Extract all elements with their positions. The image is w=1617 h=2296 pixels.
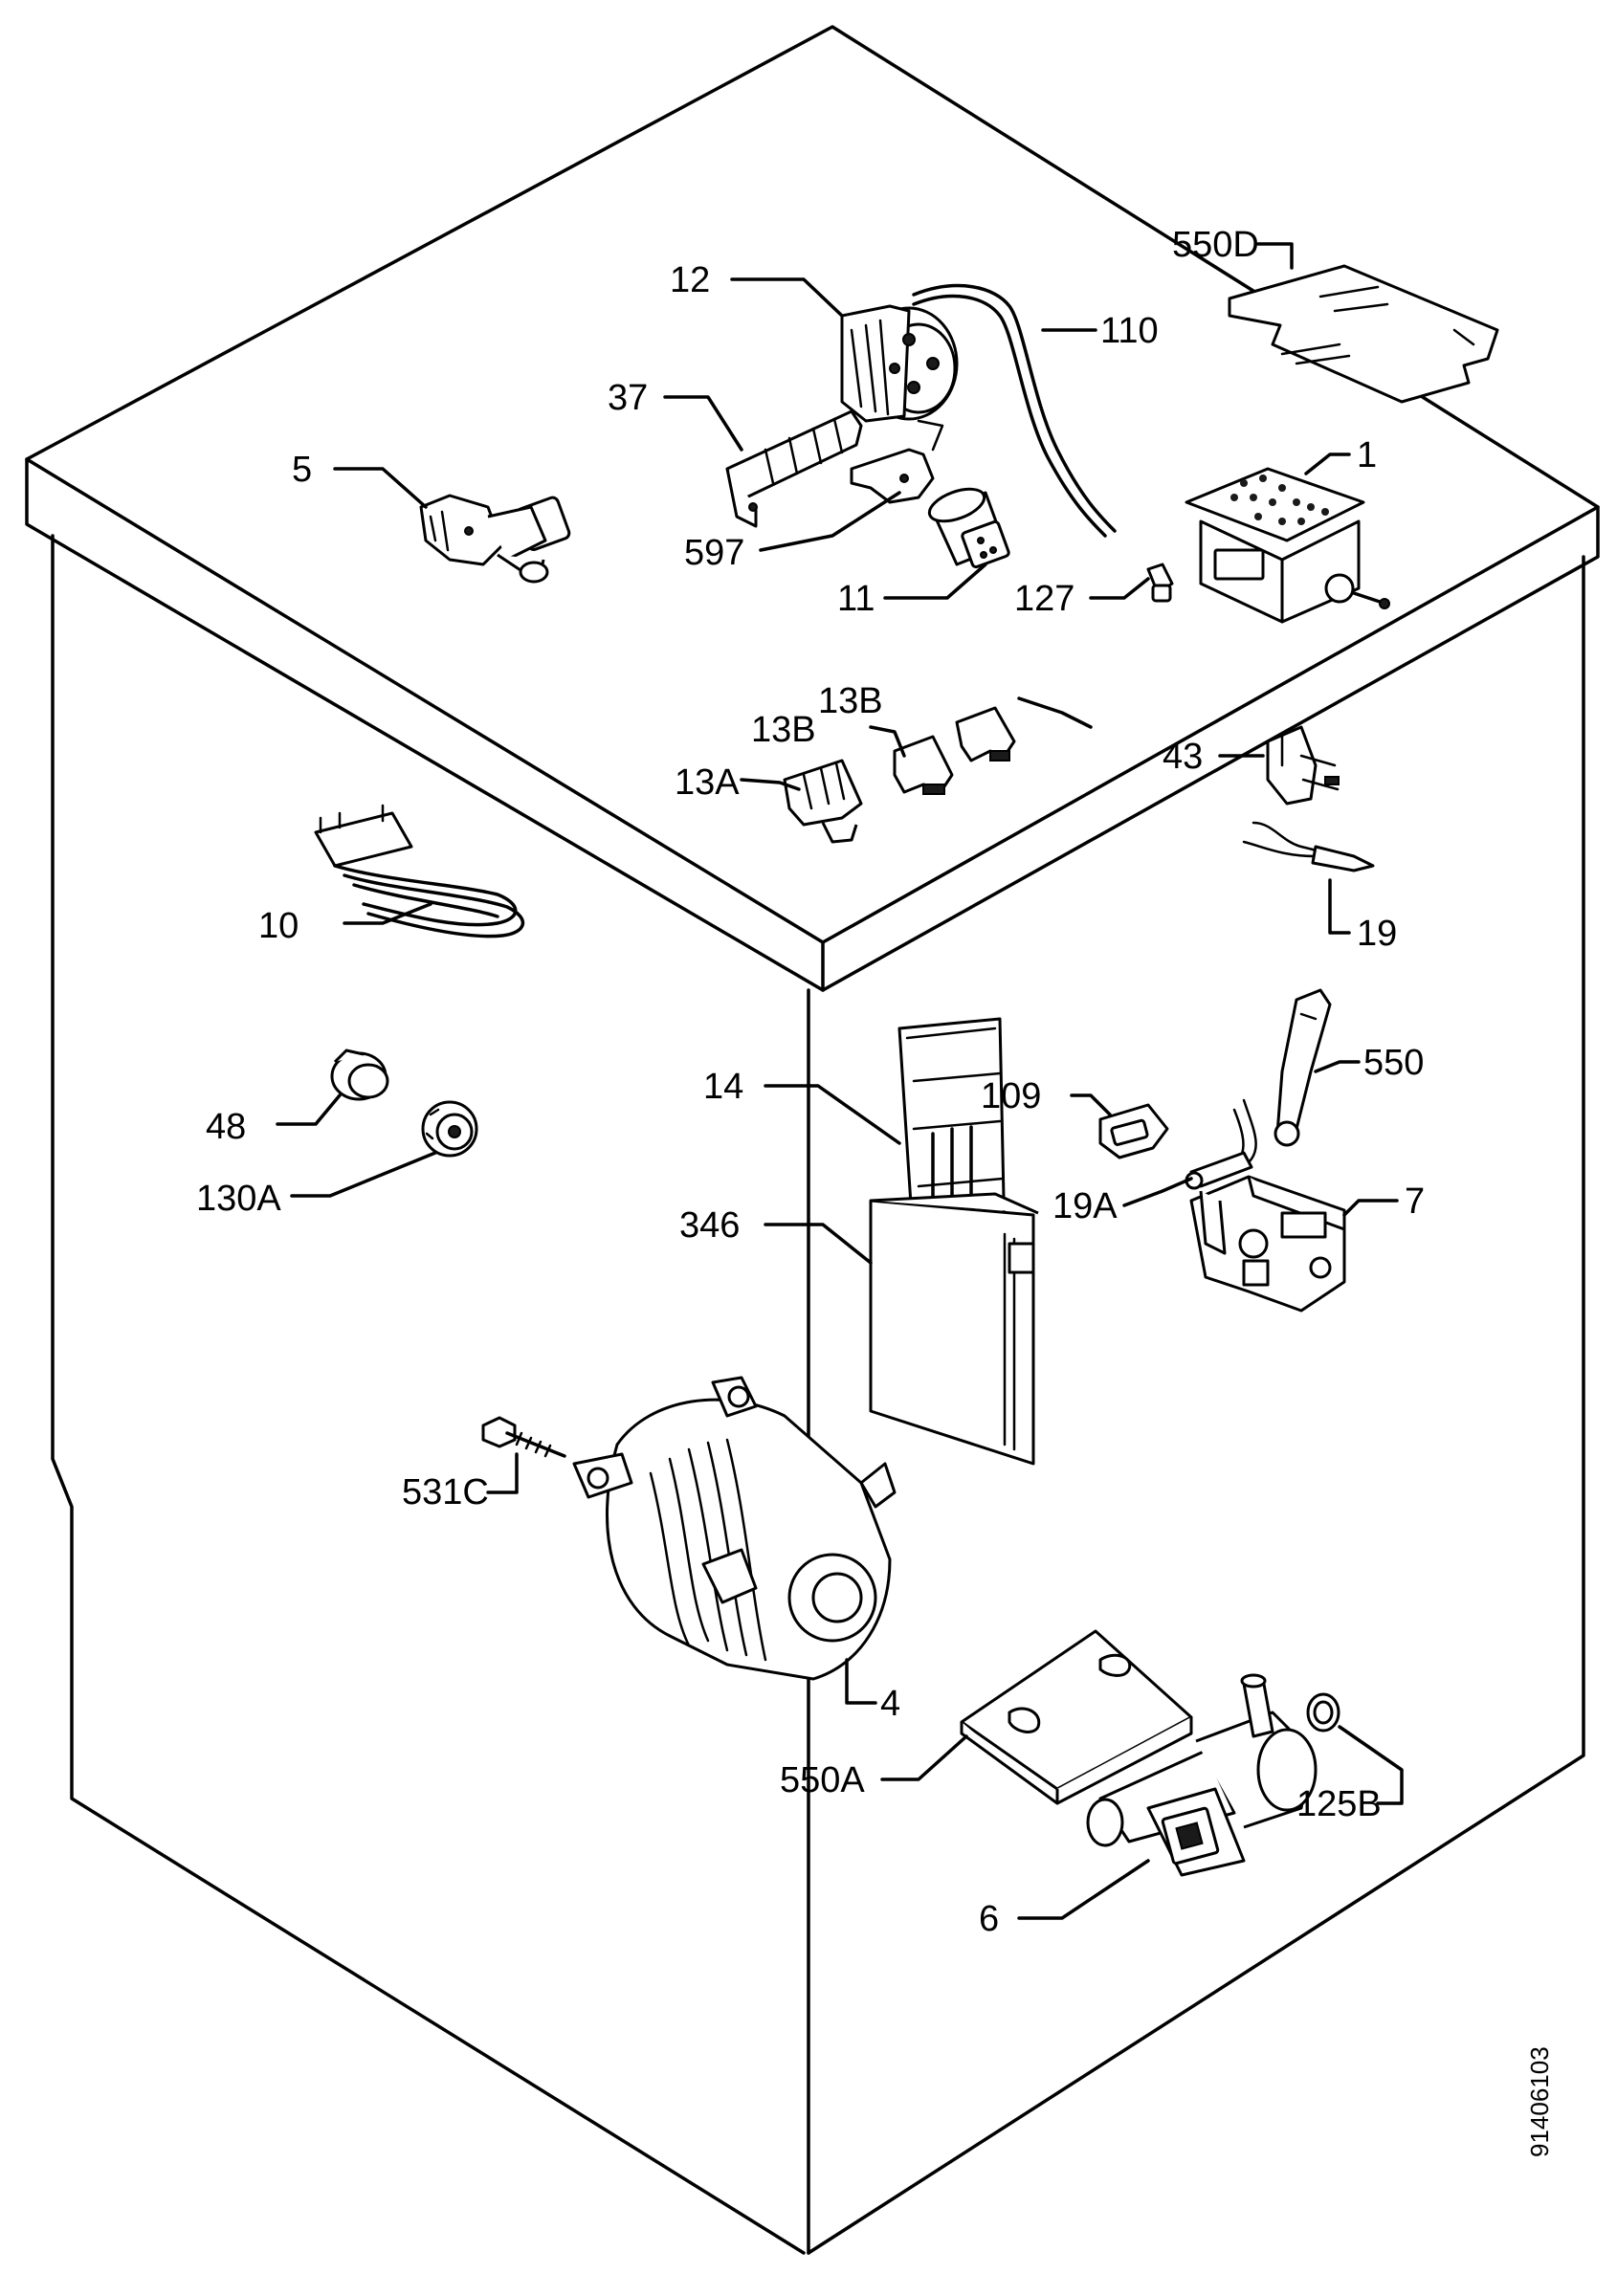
label-531C: 531C	[402, 1472, 489, 1512]
label-550: 550	[1363, 1043, 1424, 1083]
part-5-valve	[419, 494, 571, 584]
part-19-sensor	[1242, 821, 1375, 872]
label-4: 4	[880, 1684, 900, 1724]
part-346-dispenser-housing	[869, 1192, 1039, 1466]
part-550A-bracket	[960, 1629, 1193, 1805]
label-37: 37	[608, 378, 648, 418]
part-48-button	[330, 1049, 389, 1101]
label-550D: 550D	[1172, 225, 1259, 265]
part-labels: 550D 12 110 37 5 1 597 11 127 13B 13B 13…	[196, 225, 1425, 1939]
label-1: 1	[1357, 435, 1377, 475]
label-11: 11	[837, 579, 875, 619]
label-13B-upper: 13B	[818, 681, 883, 721]
part-550-lever	[1274, 988, 1332, 1147]
part-4-motor	[572, 1376, 897, 1714]
label-110: 110	[1100, 311, 1159, 351]
part-130A-knob	[421, 1100, 478, 1158]
part-531C-screw	[481, 1416, 566, 1458]
label-14: 14	[703, 1067, 743, 1107]
part-550D-cover-plate	[1228, 264, 1499, 404]
label-48: 48	[206, 1107, 246, 1147]
label-12: 12	[670, 260, 710, 300]
part-19A-sensor	[1185, 1098, 1257, 1190]
part-11-capacitor	[927, 487, 1010, 569]
label-13A: 13A	[675, 762, 740, 803]
part-13B-terminal-upper	[955, 706, 1016, 762]
label-43: 43	[1163, 737, 1203, 777]
label-13B-lower: 13B	[751, 710, 816, 750]
label-7: 7	[1405, 1181, 1425, 1222]
part-12-pressure-switch	[840, 304, 959, 423]
part-13A-terminal-block	[783, 759, 863, 844]
part-43-switch	[1266, 725, 1340, 806]
reference-number: 91406103	[1525, 2046, 1554, 2157]
label-6: 6	[979, 1899, 999, 1939]
label-5: 5	[292, 450, 312, 490]
label-10: 10	[258, 906, 299, 946]
label-346: 346	[679, 1205, 740, 1246]
part-1-timer	[1185, 467, 1390, 624]
part-7-door-lock	[1189, 1175, 1346, 1313]
part-6-drain-pump	[1086, 1673, 1318, 1877]
part-110-hose	[912, 283, 1117, 538]
label-130A: 130A	[196, 1179, 281, 1219]
label-125B: 125B	[1296, 1784, 1382, 1824]
part-37-bracket	[725, 409, 863, 528]
label-127: 127	[1014, 579, 1074, 619]
label-19A: 19A	[1052, 1186, 1118, 1226]
leader-lines	[276, 242, 1404, 1920]
label-19: 19	[1357, 914, 1397, 954]
part-13B-terminal-lower	[893, 735, 954, 795]
part-597-clip	[850, 419, 944, 504]
label-597: 597	[684, 533, 744, 573]
label-550A: 550A	[780, 1760, 865, 1800]
part-127-fitting	[1146, 563, 1174, 603]
part-10-heating-element	[314, 804, 525, 938]
part-125B-o-ring	[1306, 1692, 1340, 1733]
label-109: 109	[981, 1076, 1041, 1116]
part-109-bracket	[1098, 1103, 1169, 1159]
